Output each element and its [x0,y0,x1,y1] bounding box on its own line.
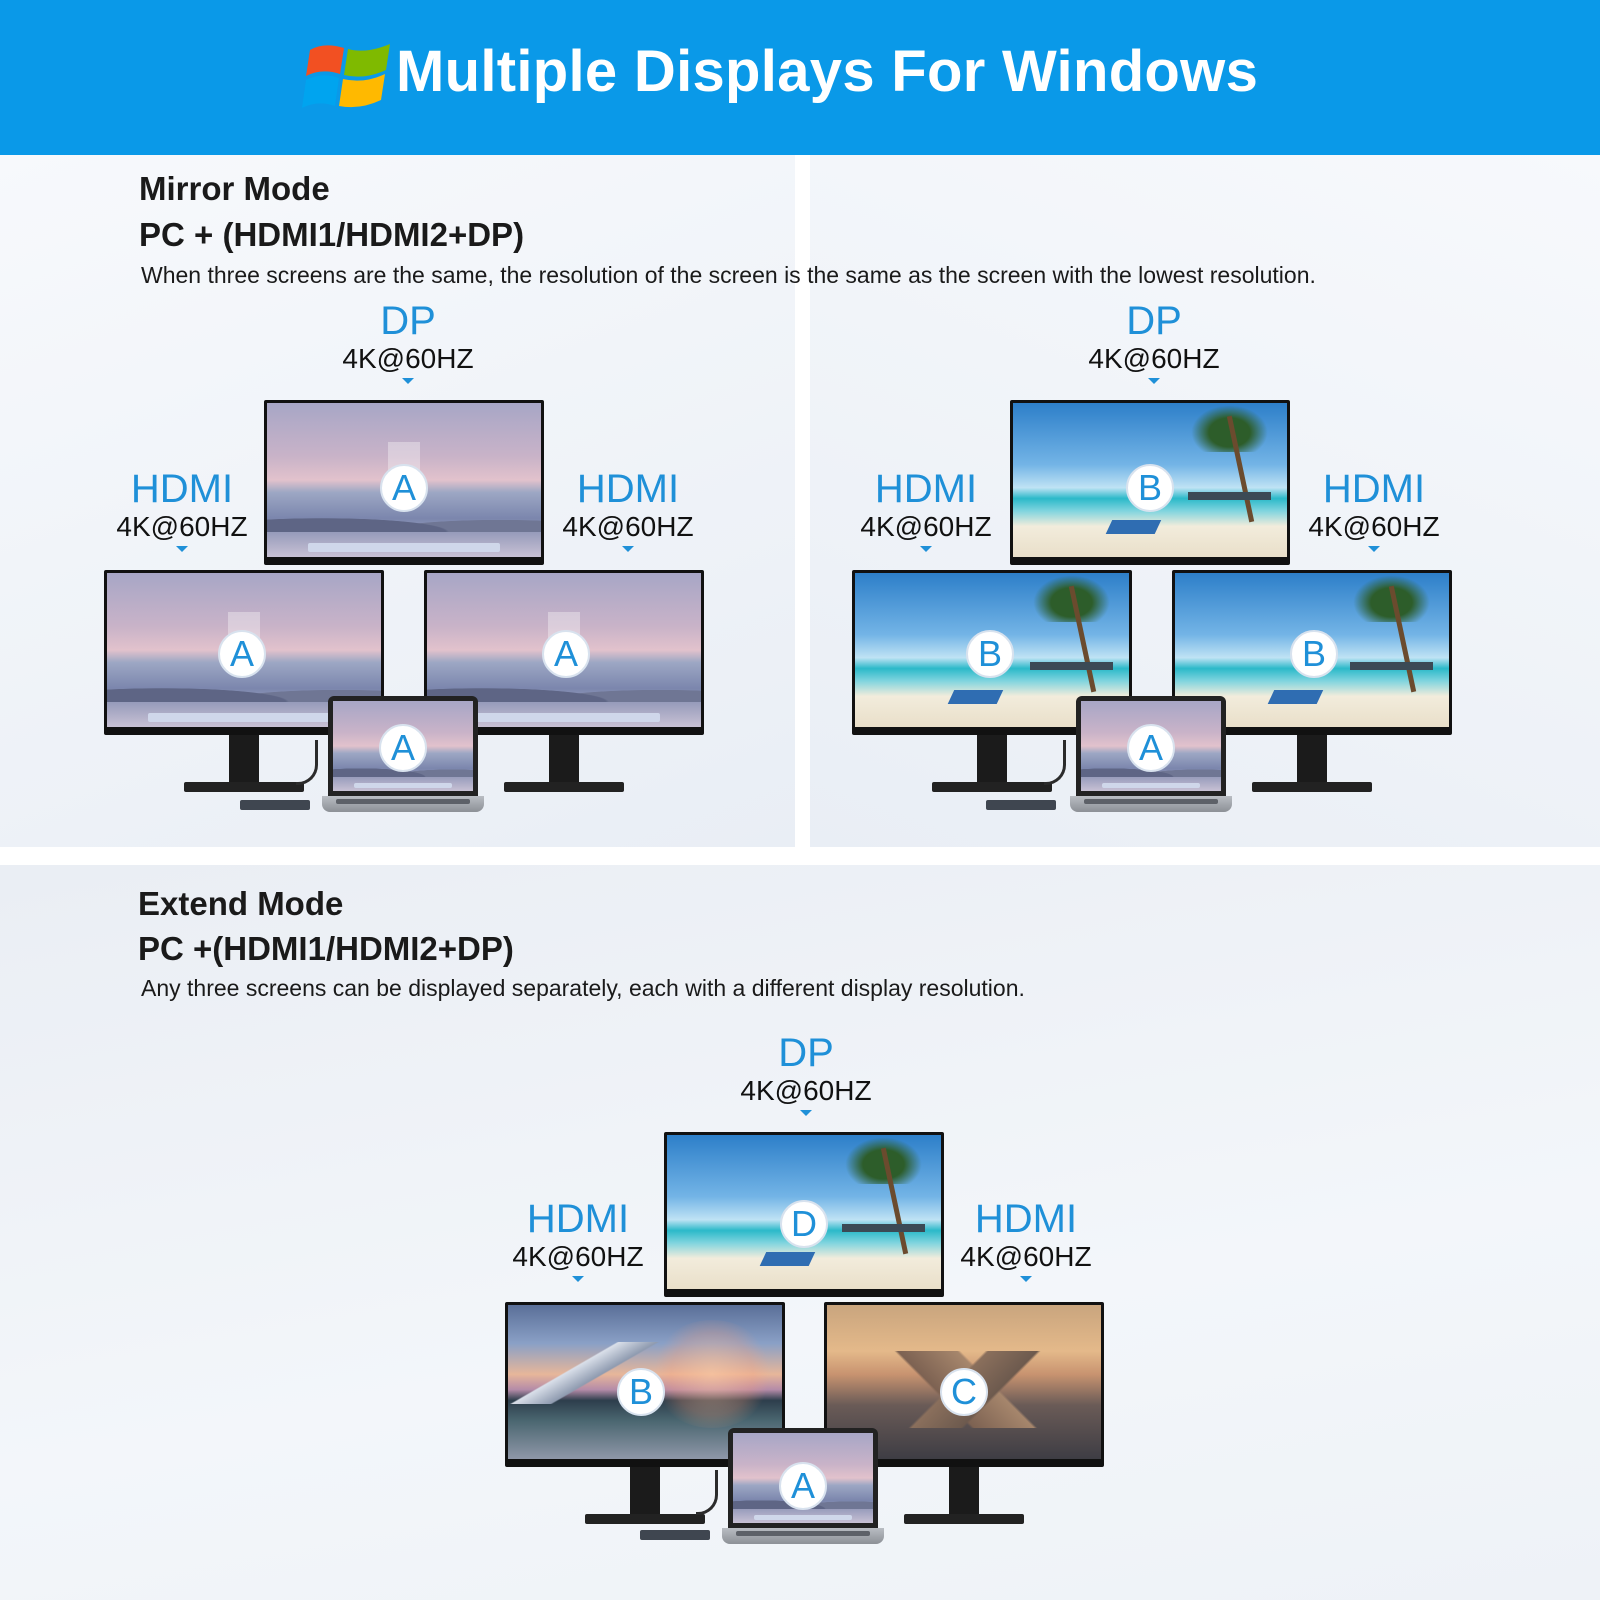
mirror-right-hdmi-right-label: HDMI 4K@60HZ [1284,468,1464,552]
port-name: HDMI [130,467,234,511]
mirror-right-hdmi-left-label: HDMI 4K@60HZ [836,468,1016,552]
mirror-left-hdmi-right-label: HDMI 4K@60HZ [538,468,718,552]
port-name: HDMI [1322,467,1426,511]
port-spec: 4K@60HZ [1088,343,1220,374]
screen-badge: B [966,630,1014,678]
port-name: DP [380,299,436,343]
mirror-left-right-monitor: A [424,570,704,792]
mirror-mode-subheading: PC + (HDMI1/HDMI2+DP) [139,216,525,253]
extend-top-monitor: D [664,1132,944,1297]
mirror-left-top-monitor: A [264,400,544,565]
caret-down-icon [920,546,932,552]
screen-badge: A [379,724,427,772]
screen-badge: A [218,630,266,678]
port-spec: 4K@60HZ [860,511,992,542]
mirror-right-left-monitor: B [852,570,1132,792]
port-spec: 4K@60HZ [562,511,694,542]
usb-hub [240,800,310,810]
mirror-left-left-monitor: A [104,570,384,792]
panel-divider-vertical [795,155,810,847]
screen-badge: A [542,630,590,678]
caret-down-icon [1020,1276,1032,1282]
port-spec: 4K@60HZ [1308,511,1440,542]
extend-hdmi-right-label: HDMI 4K@60HZ [936,1198,1116,1282]
mirror-mode-description: When three screens are the same, the res… [141,262,1316,288]
extend-mode-heading: Extend Mode [138,885,344,922]
extend-laptop: A [722,1428,884,1550]
port-spec: 4K@60HZ [960,1241,1092,1272]
screen-badge: B [617,1368,665,1416]
extend-hdmi-left-label: HDMI 4K@60HZ [488,1198,668,1282]
mirror-left-dp-label: DP 4K@60HZ [318,300,498,384]
screen-badge: A [380,464,428,512]
screen-badge: A [779,1462,827,1510]
caret-down-icon [572,1276,584,1282]
screen-badge: B [1126,464,1174,512]
extend-mode-subheading: PC +(HDMI1/HDMI2+DP) [138,930,514,967]
port-spec: 4K@60HZ [512,1241,644,1272]
panel-divider-horizontal [0,847,1600,865]
header-banner: Multiple Displays For Windows [0,0,1600,155]
caret-down-icon [176,546,188,552]
extend-dp-label: DP 4K@60HZ [716,1032,896,1116]
mirror-right-top-monitor: B [1010,400,1290,565]
screen-badge: D [780,1200,828,1248]
caret-down-icon [1148,378,1160,384]
usb-hub [640,1530,710,1540]
port-name: DP [778,1031,834,1075]
port-name: HDMI [874,467,978,511]
mirror-left-hdmi-left-label: HDMI 4K@60HZ [92,468,272,552]
usb-hub [986,800,1056,810]
screen-badge: C [940,1368,988,1416]
port-name: HDMI [974,1197,1078,1241]
caret-down-icon [622,546,634,552]
port-name: DP [1126,299,1182,343]
port-name: HDMI [576,467,680,511]
mirror-left-laptop: A [322,696,484,818]
mirror-right-dp-label: DP 4K@60HZ [1064,300,1244,384]
port-spec: 4K@60HZ [116,511,248,542]
mirror-right-right-monitor: B [1172,570,1452,792]
windows-logo-icon [302,44,390,108]
caret-down-icon [800,1110,812,1116]
extend-right-monitor: C [824,1302,1104,1524]
mirror-mode-heading: Mirror Mode [139,170,330,207]
screen-badge: A [1127,724,1175,772]
port-name: HDMI [526,1197,630,1241]
page-title: Multiple Displays For Windows [396,39,1259,104]
extend-mode-description: Any three screens can be displayed separ… [141,975,1025,1001]
screen-badge: B [1290,630,1338,678]
port-spec: 4K@60HZ [342,343,474,374]
caret-down-icon [1368,546,1380,552]
port-spec: 4K@60HZ [740,1075,872,1106]
mirror-right-laptop: A [1070,696,1232,818]
caret-down-icon [402,378,414,384]
